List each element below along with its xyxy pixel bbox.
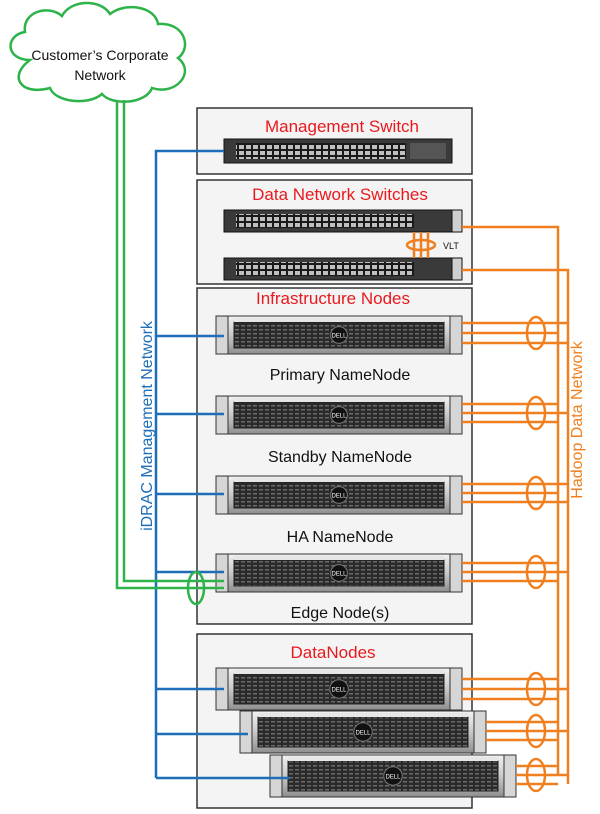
datanode-server-1: DELL — [215, 667, 463, 711]
data-switches-title: Data Network Switches — [252, 185, 428, 204]
data-switch-bottom — [223, 257, 463, 281]
corporate-network-lines — [115, 100, 224, 606]
management-switch — [223, 138, 453, 164]
datanode-server-2: DELL — [239, 710, 487, 754]
ha-namenode-label: HA NameNode — [287, 529, 394, 546]
dell-logo-label: DELL — [331, 334, 347, 340]
primary-namenode-label: Primary NameNode — [270, 367, 411, 384]
infrastructure-nodes-title: Infrastructure Nodes — [256, 289, 410, 308]
standby-namenode-server: DELL — [215, 395, 463, 435]
dell-logo-label: DELL — [331, 688, 347, 694]
vlt-label: VLT — [443, 241, 459, 251]
cloud-label-line1: Customer’s Corporate — [31, 47, 168, 63]
corporate-network-cloud: Customer’s Corporate Network — [9, 1, 187, 103]
dell-logo-label: DELL — [355, 731, 371, 737]
vlt-link: VLT — [405, 232, 459, 258]
data-switch-top — [223, 209, 463, 233]
cloud-label-line2: Network — [74, 67, 126, 83]
hadoop-network-lines — [462, 225, 570, 793]
servers: DELL DELL DELL DELL DELL DELL DELL — [215, 315, 517, 798]
standby-namenode-label: Standby NameNode — [268, 449, 412, 466]
dell-logo-label: DELL — [385, 775, 401, 781]
ha-namenode-server: DELL — [215, 475, 463, 515]
datanodes-title: DataNodes — [290, 643, 375, 662]
idrac-network-label: iDRAC Management Network — [139, 320, 156, 531]
dell-logo-label: DELL — [331, 572, 347, 578]
dell-logo-label: DELL — [331, 494, 347, 500]
dell-logo-label: DELL — [331, 414, 347, 420]
edge-node-server: DELL — [215, 553, 463, 593]
edge-nodes-label: Edge Node(s) — [291, 605, 390, 622]
primary-namenode-server: DELL — [215, 315, 463, 355]
hadoop-network-label: Hadoop Data Network — [569, 340, 586, 498]
datanode-server-3: DELL — [269, 754, 517, 798]
management-switch-title: Management Switch — [265, 117, 419, 136]
idrac-network-lines — [154, 149, 290, 780]
